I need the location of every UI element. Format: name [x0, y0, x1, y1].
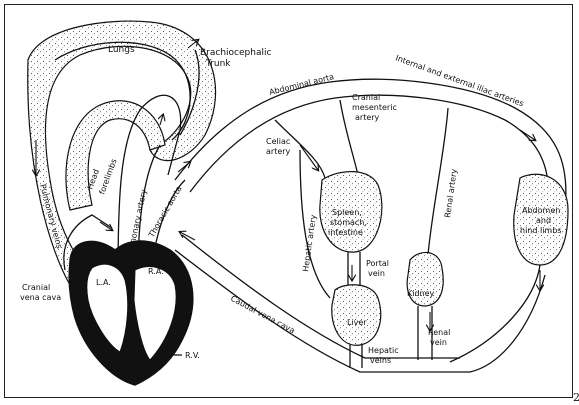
portal-vein-vessel	[348, 252, 360, 285]
label-forelimbs: forelimbs	[97, 158, 118, 196]
label-hepatic-veins-2: veins	[370, 356, 391, 365]
label-cranial-mesenteric-1: Cranial	[352, 93, 380, 102]
flow-arrow	[160, 115, 163, 125]
label-hepatic-veins-1: Hepatic	[368, 346, 399, 355]
flow-arrow	[178, 162, 190, 172]
label-liver: Liver	[347, 318, 367, 327]
label-spleen-3: intestine	[328, 228, 363, 237]
page-number: 2	[573, 391, 579, 404]
label-lungs: Lungs	[108, 45, 135, 55]
label-renal-vein-1: Renal	[428, 328, 450, 337]
label-la: L.A.	[96, 278, 111, 287]
renal-artery-vessel	[428, 108, 448, 255]
label-abdomen-and: and	[536, 216, 551, 225]
label-celiac-1: Celiac	[266, 137, 290, 146]
label-abdomen: Abdomen	[522, 206, 560, 215]
label-caudal-vena-cava: Caudal vena cava	[229, 294, 296, 336]
liver-organ	[332, 285, 381, 346]
label-brachiocephalic: Brachiocephalic	[200, 48, 271, 58]
label-cranial-mesenteric-2: mesenteric	[352, 103, 397, 112]
flow-arrow	[520, 130, 535, 140]
label-rv: R.V.	[185, 351, 200, 360]
head-forelimbs-loop	[66, 101, 165, 210]
label-hind-limbs: hind limbs	[520, 226, 561, 235]
flow-arrow	[100, 222, 112, 230]
label-renal-vein-2: vein	[430, 338, 447, 347]
label-cranial-vena-cava-1: Cranial	[22, 283, 50, 292]
hepatic-veins-vessel	[350, 345, 362, 368]
label-lv: L.V.	[130, 368, 144, 377]
label-spleen-1: Spleen,	[332, 208, 362, 217]
label-trunk: Trunk	[205, 59, 231, 69]
label-renal-artery: Renal artery	[443, 168, 459, 218]
flow-arrow	[300, 145, 318, 170]
label-kidney: Kidney	[407, 289, 435, 298]
label-portal-vein-2: vein	[368, 269, 385, 278]
iliac-return-vessel	[450, 265, 540, 362]
label-spleen-2: stomach,	[330, 218, 367, 227]
label-cranial-mesenteric-3: artery	[355, 113, 380, 122]
label-ra: R.A.	[148, 267, 164, 276]
label-abdominal-aorta: Abdominal aorta	[268, 72, 335, 97]
label-cranial-vena-cava-2: vena cava	[20, 293, 61, 302]
label-portal-vein-1: Portal	[366, 259, 389, 268]
label-thoracic-aorta: Thoracic aorta	[146, 184, 183, 239]
label-celiac-2: artery	[266, 147, 291, 156]
